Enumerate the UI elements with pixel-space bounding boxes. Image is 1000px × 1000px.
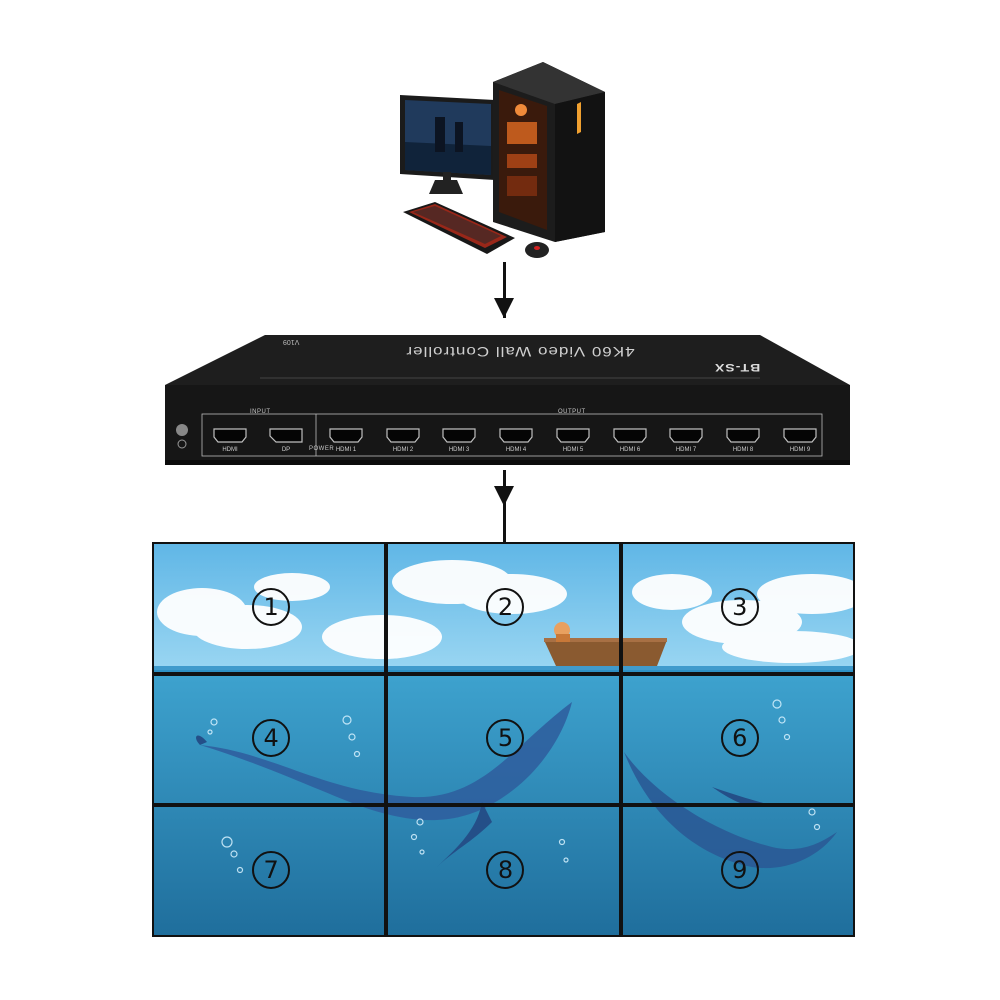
bubbles-icon xyxy=(207,699,821,874)
whale-icon xyxy=(624,752,837,869)
screen-panel: 4 xyxy=(152,673,387,806)
screen-number: 2 xyxy=(486,587,525,626)
power-label: POWER xyxy=(309,446,335,452)
video-wall-controller xyxy=(165,335,850,465)
arrow-down-icon xyxy=(494,486,514,506)
screen-number: 4 xyxy=(252,719,291,758)
hdmi-output-port[interactable] xyxy=(498,428,534,443)
hdmi-output-port[interactable] xyxy=(441,428,477,443)
hdmi-output-label: HDMI 4 xyxy=(505,447,527,453)
controller-brand: BT-SX xyxy=(714,361,761,375)
screen-panel: 7 xyxy=(152,805,387,937)
cloud-icon xyxy=(157,560,855,663)
screen-panel: 9 xyxy=(620,805,855,937)
boat-icon xyxy=(544,622,667,666)
hdmi-input-port[interactable] xyxy=(212,428,248,443)
monitor-icon xyxy=(400,95,495,194)
hdmi-output-label: HDMI 8 xyxy=(732,447,754,453)
screen-panel: 2 xyxy=(386,542,621,674)
hdmi-output-port[interactable] xyxy=(725,428,761,443)
screen-number: 6 xyxy=(720,719,759,758)
hdmi-output-port[interactable] xyxy=(555,428,591,443)
desktop-computer-icon xyxy=(400,62,605,258)
screen-panel: 8 xyxy=(386,805,621,937)
arrow-line xyxy=(503,262,506,318)
screen-number: 1 xyxy=(252,587,291,626)
pc-tower-icon xyxy=(493,62,605,242)
mouse-icon xyxy=(525,242,549,258)
hdmi-output-port[interactable] xyxy=(782,428,818,443)
video-wall: 1 2 3 4 5 6 7 8 9 xyxy=(152,542,855,937)
screen-panel: 1 xyxy=(152,542,387,674)
hdmi-output-label: HDMI 1 xyxy=(335,447,357,453)
screen-number: 8 xyxy=(486,851,525,890)
screen-panel: 3 xyxy=(620,542,855,674)
hdmi-input-label: HDMI xyxy=(222,447,238,453)
controller-title: 4K60 Video Wall Controller xyxy=(405,343,635,359)
hdmi-output-port[interactable] xyxy=(612,428,648,443)
hdmi-output-label: HDMI 5 xyxy=(562,447,584,453)
screen-number: 3 xyxy=(720,587,759,626)
ground-screw-icon xyxy=(176,424,188,436)
hdmi-output-label: HDMI 6 xyxy=(619,447,641,453)
whale-icon xyxy=(196,702,572,867)
hdmi-output-label: HDMI 2 xyxy=(392,447,414,453)
screen-panel: 6 xyxy=(620,673,855,806)
hdmi-output-port[interactable] xyxy=(385,428,421,443)
screen-number: 5 xyxy=(486,719,525,758)
hdmi-output-port[interactable] xyxy=(668,428,704,443)
screen-panel: 5 xyxy=(386,673,621,806)
screen-number: 7 xyxy=(252,851,291,890)
output-group-label: OUTPUT xyxy=(558,409,586,415)
keyboard-icon xyxy=(403,202,515,254)
dp-input-port[interactable] xyxy=(268,428,304,443)
input-group-label: INPUT xyxy=(250,409,271,415)
hdmi-output-port[interactable] xyxy=(328,428,364,443)
dp-input-label: DP xyxy=(281,447,291,453)
controller-model: V109 xyxy=(283,338,300,345)
hdmi-output-label: HDMI 3 xyxy=(448,447,470,453)
screen-number: 9 xyxy=(720,851,759,890)
hdmi-output-label: HDMI 9 xyxy=(789,447,811,453)
hdmi-output-label: HDMI 7 xyxy=(675,447,697,453)
arrow-line xyxy=(503,470,506,542)
arrow-down-icon xyxy=(494,298,514,318)
